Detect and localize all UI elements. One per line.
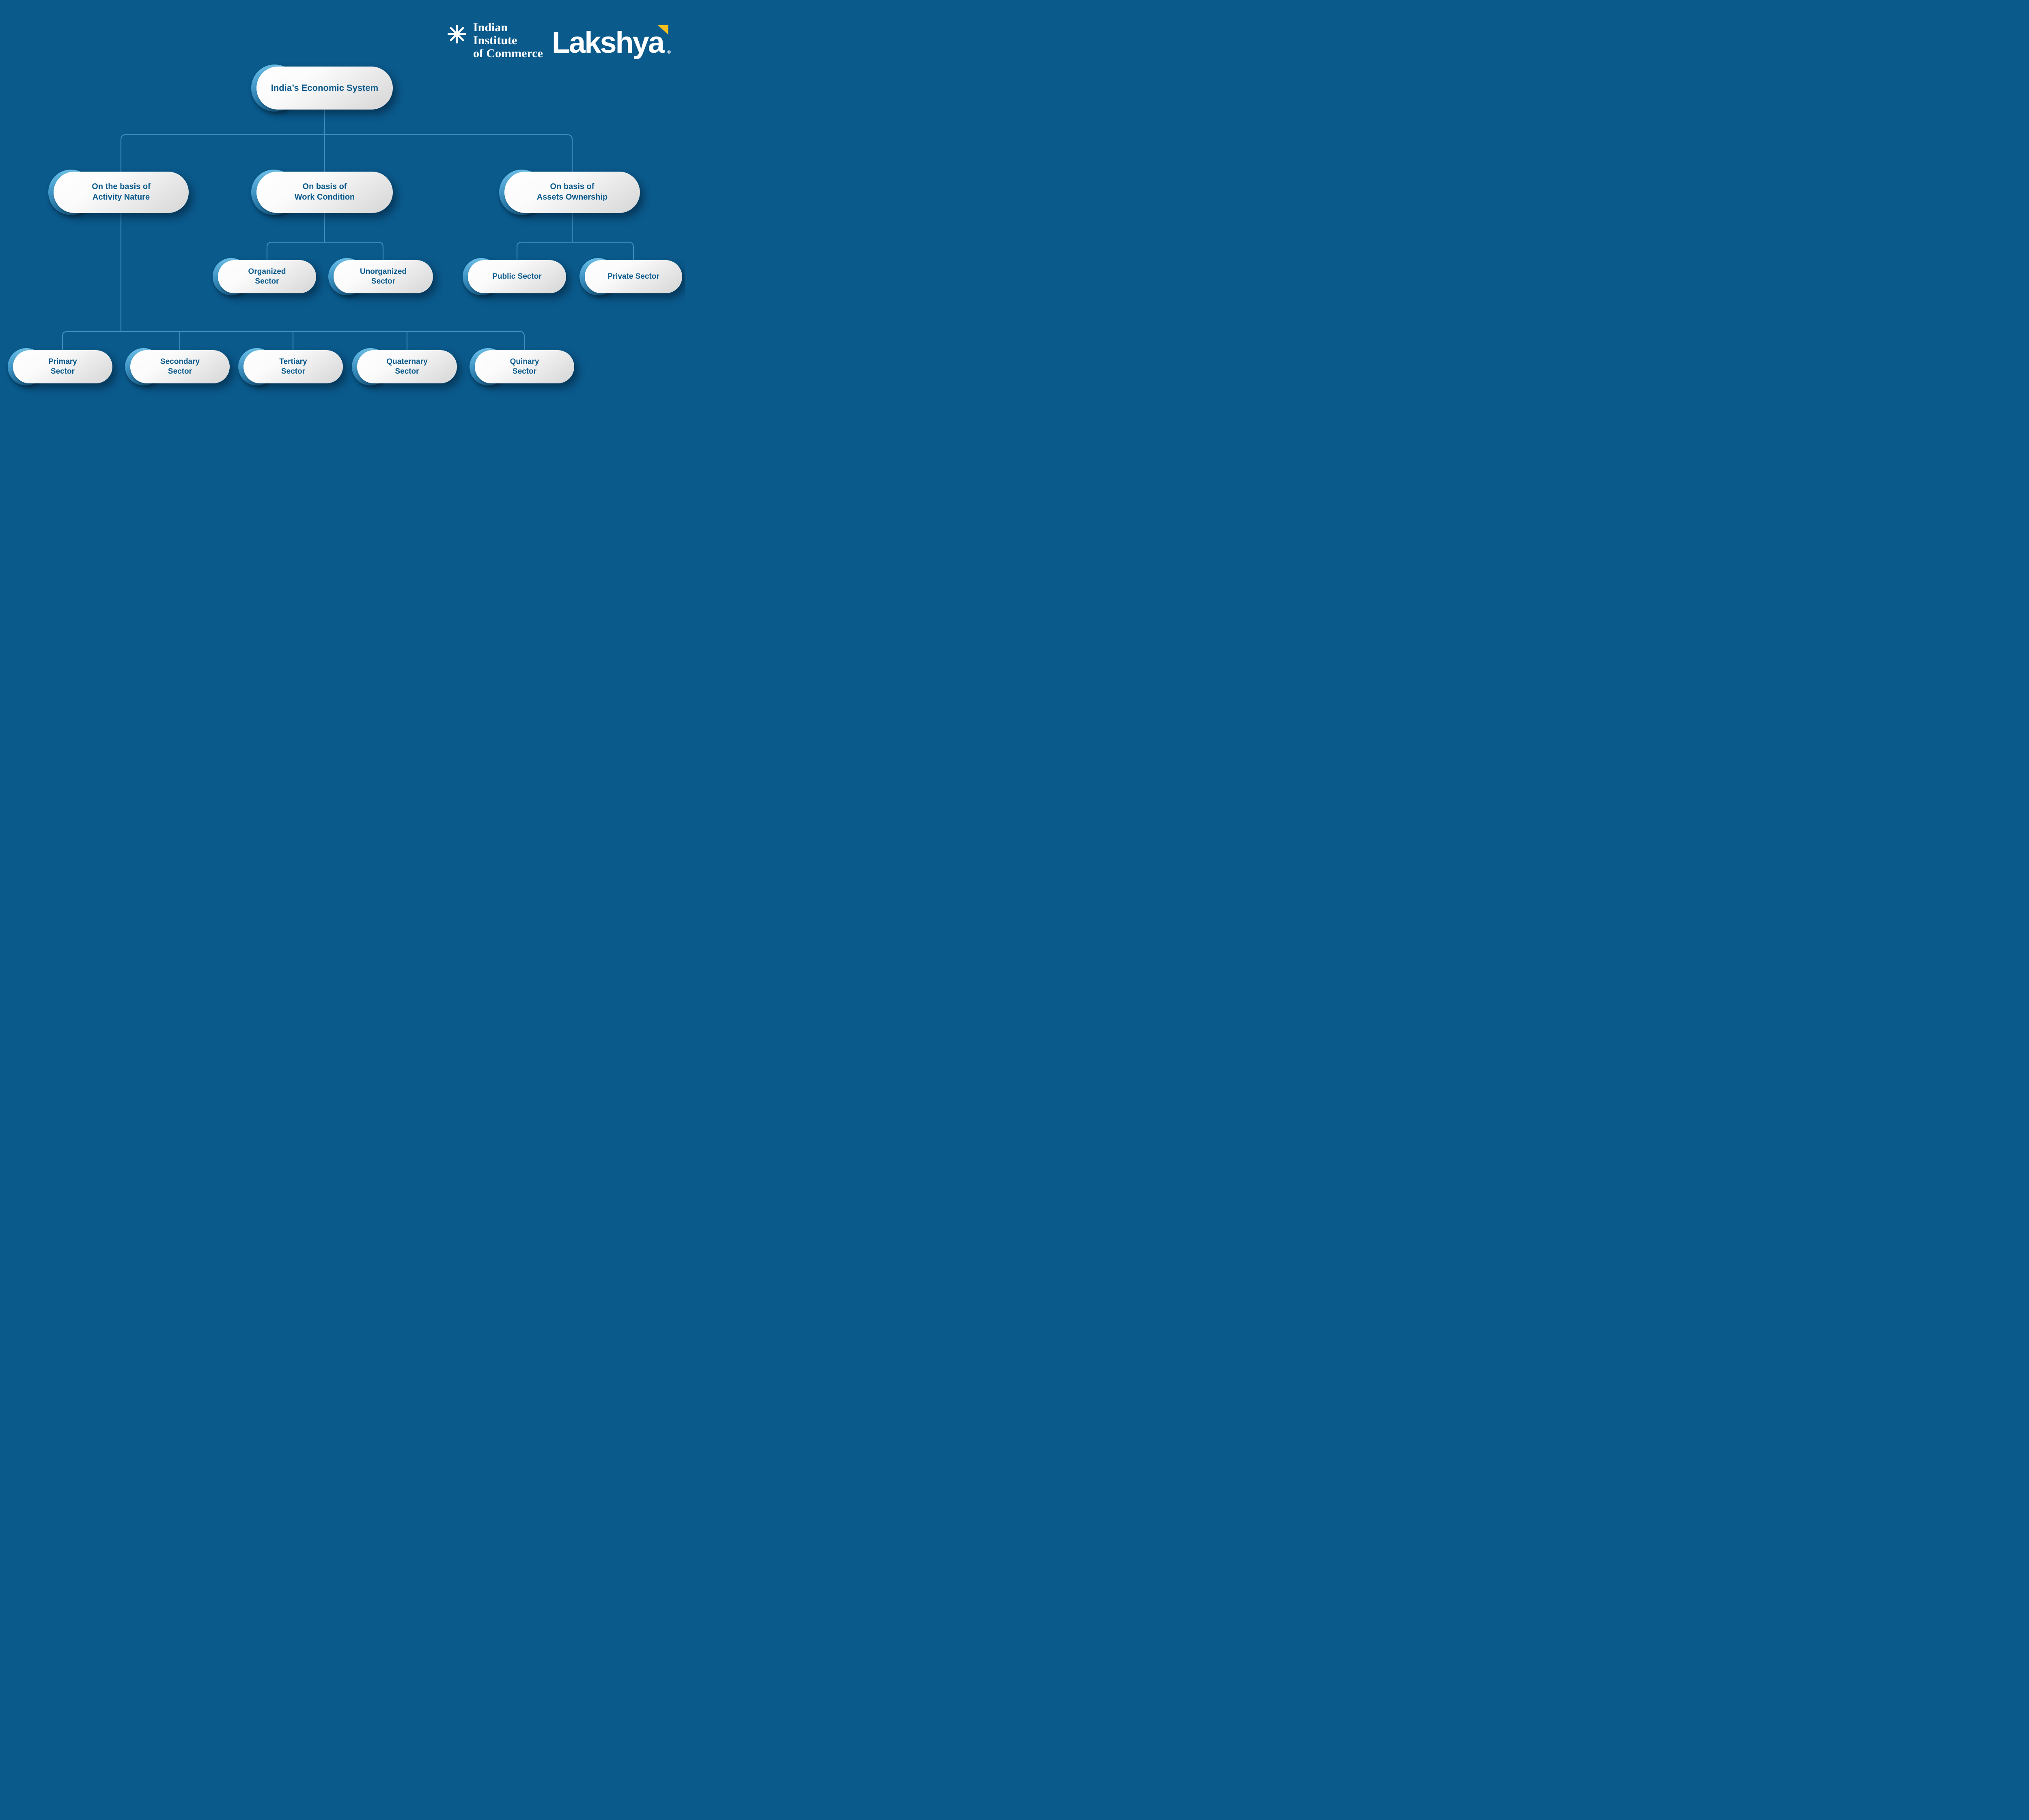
node-root: India’s Economic System [251, 65, 393, 112]
connector-lines [62, 109, 634, 351]
node-primary-line2: Sector [50, 367, 75, 376]
node-tertiary-label: Tertiary Sector [279, 357, 307, 377]
node-secondary-label: Secondary Sector [160, 357, 200, 377]
node-unorganized-label: Unorganized Sector [360, 267, 407, 287]
node-assets-line2: Assets Ownership [536, 193, 608, 202]
node-quinary-label: Quinary Sector [510, 357, 539, 377]
brand-text: Lakshya [551, 26, 665, 59]
node-quinary-sector: Quinary Sector [470, 348, 574, 385]
node-private-sector: Private Sector [579, 258, 682, 295]
registered-mark: ® [667, 49, 671, 55]
node-secondary-line1: Secondary [160, 357, 200, 366]
node-tertiary-sector: Tertiary Sector [238, 348, 343, 385]
connector-root-branches [120, 134, 573, 172]
node-secondary-sector: Secondary Sector [125, 348, 230, 385]
flowchart-canvas: Indian Institute of Commerce Lakshya ® I… [0, 0, 685, 455]
node-tertiary-line2: Sector [281, 367, 306, 376]
node-work-line1: On basis of [302, 182, 347, 191]
logo: Indian Institute of Commerce Lakshya ® [446, 21, 671, 60]
node-secondary-line2: Sector [168, 367, 192, 376]
node-organized-sector: Organized Sector [213, 258, 316, 295]
institute-name: Indian Institute of Commerce [473, 21, 543, 60]
node-private-label: Private Sector [607, 272, 659, 281]
node-activity-nature-label: On the basis of Activity Nature [92, 182, 150, 202]
node-unorganized-sector: Unorganized Sector [328, 258, 433, 295]
node-primary-sector: Primary Sector [8, 348, 112, 385]
snowflake-icon [446, 24, 467, 47]
node-root-label: India’s Economic System [271, 82, 379, 93]
node-unorganized-line2: Sector [371, 277, 396, 286]
node-primary-label: Primary Sector [48, 357, 77, 377]
node-public-label: Public Sector [492, 272, 542, 281]
institute-line-2: Institute [473, 33, 517, 47]
node-unorganized-line1: Unorganized [360, 267, 407, 276]
node-assets-ownership: On basis of Assets Ownership [499, 170, 640, 215]
connector-work-children [266, 241, 384, 261]
node-organized-label: Organized Sector [248, 267, 286, 287]
node-tertiary-line1: Tertiary [279, 357, 307, 366]
node-quaternary-line1: Quaternary [386, 357, 428, 366]
node-activity-nature: On the basis of Activity Nature [48, 170, 189, 215]
node-work-condition: On basis of Work Condition [251, 170, 393, 215]
node-quinary-line2: Sector [512, 367, 537, 376]
node-activity-line2: Activity Nature [92, 193, 150, 202]
node-organized-line1: Organized [248, 267, 286, 276]
node-quaternary-label: Quaternary Sector [386, 357, 427, 377]
node-organized-line2: Sector [255, 277, 279, 286]
institute-line-1: Indian [473, 21, 508, 34]
brand-wordmark: Lakshya ® [551, 25, 671, 59]
node-public-sector: Public Sector [463, 258, 566, 295]
node-work-condition-label: On basis of Work Condition [295, 182, 355, 202]
node-activity-line1: On the basis of [92, 182, 151, 191]
institute-line-3: of Commerce [473, 46, 543, 60]
node-quinary-line1: Quinary [510, 357, 539, 366]
node-assets-ownership-label: On basis of Assets Ownership [537, 182, 608, 202]
node-assets-line1: On basis of [550, 182, 594, 191]
node-quaternary-line2: Sector [395, 367, 419, 376]
node-work-line2: Work Condition [294, 193, 355, 202]
connector-assets-children [516, 241, 634, 261]
node-primary-line1: Primary [48, 357, 77, 366]
node-quaternary-sector: Quaternary Sector [352, 348, 457, 385]
